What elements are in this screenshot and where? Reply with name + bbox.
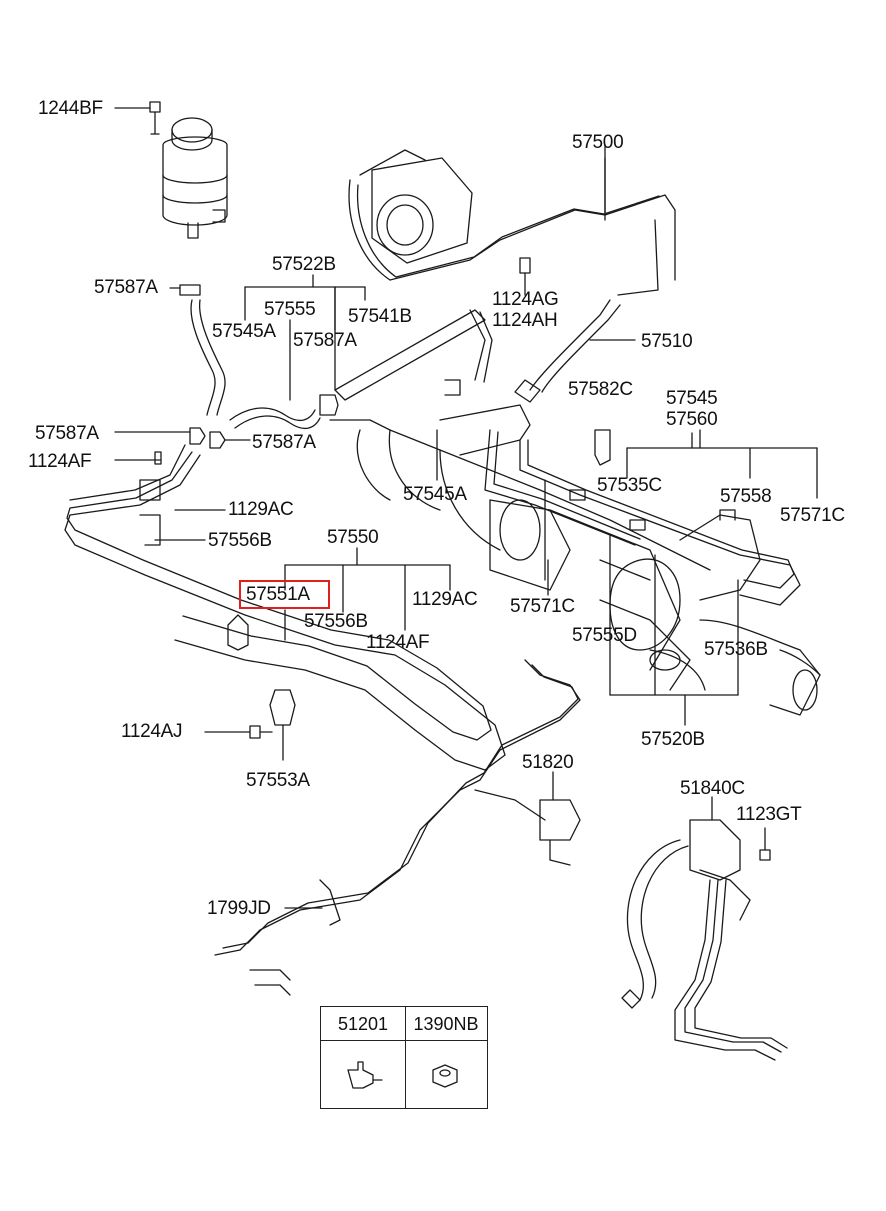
label-1124af-top[interactable]: 1124AF — [28, 451, 92, 472]
label-57587a-mid[interactable]: 57587A — [293, 330, 357, 351]
legend-header-51201[interactable]: 51201 — [321, 1007, 405, 1041]
label-57545a-bottom[interactable]: 57545A — [403, 484, 467, 505]
label-57553a[interactable]: 57553A — [246, 770, 310, 791]
label-1799jd[interactable]: 1799JD — [207, 898, 271, 919]
label-57571c-bottom[interactable]: 57571C — [510, 596, 575, 617]
label-1244bf[interactable]: 1244BF — [38, 98, 103, 119]
label-51840c[interactable]: 51840C — [680, 778, 745, 799]
label-57555d[interactable]: 57555D — [572, 625, 637, 646]
leader-lines — [334, 157, 701, 596]
label-57555[interactable]: 57555 — [264, 299, 316, 320]
hose-57510-illustration — [514, 299, 636, 403]
reservoir-illustration — [114, 101, 228, 239]
label-57556b-top[interactable]: 57556B — [208, 530, 272, 551]
label-1124aj[interactable]: 1124AJ — [121, 721, 183, 742]
label-57510[interactable]: 57510 — [641, 331, 693, 352]
label-57571c-right[interactable]: 57571C — [780, 505, 845, 526]
label-57522b[interactable]: 57522B — [272, 254, 336, 275]
label-57558[interactable]: 57558 — [720, 486, 772, 507]
label-57520b[interactable]: 57520B — [641, 729, 705, 750]
legend-cell-bolt-icon — [321, 1041, 405, 1108]
label-57500[interactable]: 57500 — [572, 132, 624, 153]
label-57587a-left[interactable]: 57587A — [35, 423, 99, 444]
legend-divider — [405, 1007, 406, 1108]
label-1124af-bottom[interactable]: 1124AF — [366, 632, 430, 653]
label-1124ah[interactable]: 1124AH — [492, 310, 558, 331]
label-1124ag[interactable]: 1124AG — [492, 289, 559, 310]
label-57582c[interactable]: 57582C — [568, 379, 633, 400]
label-57535c[interactable]: 57535C — [597, 475, 662, 496]
legend-cell-nut-icon — [405, 1041, 487, 1108]
pump-illustration — [348, 144, 676, 296]
label-57587a-top[interactable]: 57587A — [94, 277, 158, 298]
label-57536b[interactable]: 57536B — [704, 639, 768, 660]
label-1123gt[interactable]: 1123GT — [736, 804, 802, 825]
label-57556b-bottom[interactable]: 57556B — [304, 611, 368, 632]
clamps-illustration — [114, 257, 646, 531]
label-57551a[interactable]: 57551A — [246, 584, 310, 605]
label-1129ac-bottom[interactable]: 1129AC — [412, 589, 478, 610]
hose-57522b-illustration — [169, 274, 493, 430]
pipe-assembly-57550-illustration — [64, 444, 506, 771]
label-57545[interactable]: 57545 — [666, 388, 718, 409]
label-1129ac-top[interactable]: 1129AC — [228, 499, 294, 520]
hard-lines-illustration — [484, 429, 818, 726]
legend-table: 51201 1390NB — [320, 1006, 488, 1109]
label-51820[interactable]: 51820 — [522, 752, 574, 773]
label-57587a-right[interactable]: 57587A — [252, 432, 316, 453]
label-57545a-top[interactable]: 57545A — [212, 321, 276, 342]
hose-51840c-illustration — [621, 796, 788, 1061]
legend-header-1390nb[interactable]: 1390NB — [405, 1007, 487, 1041]
bracket-57553a-illustration — [204, 689, 296, 761]
label-57541b[interactable]: 57541B — [348, 306, 412, 327]
steering-gear-illustration — [329, 379, 821, 716]
label-57560[interactable]: 57560 — [666, 409, 718, 430]
cooler-line-illustration — [214, 659, 581, 996]
label-57550[interactable]: 57550 — [327, 527, 379, 548]
legend-icons — [347, 1061, 458, 1089]
